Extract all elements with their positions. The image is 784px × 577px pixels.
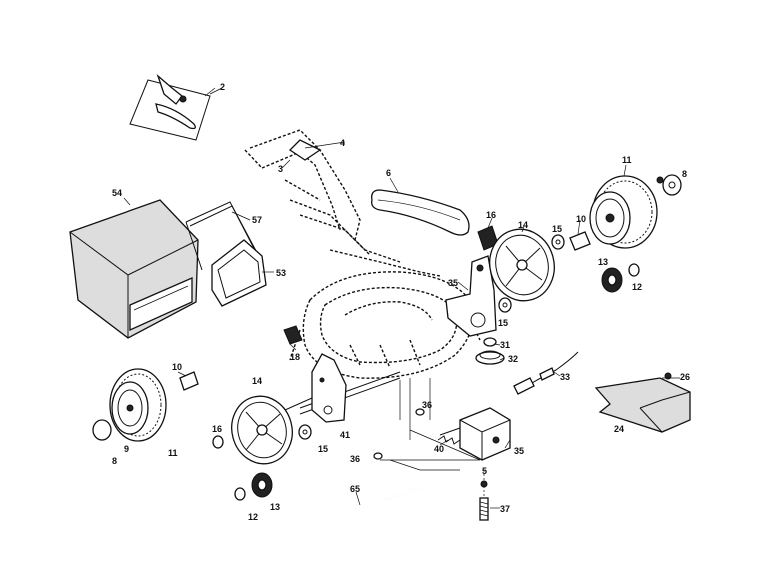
callout-24: 24: [614, 424, 624, 434]
part-6-drive-belt: [371, 189, 470, 236]
leader-lines: [123, 87, 680, 509]
callout-5: 5: [482, 466, 487, 476]
part-12-clip-right: [628, 263, 640, 277]
part-14-wheel-adapter-right: [489, 228, 555, 302]
callout-14-right: 14: [518, 220, 528, 230]
part-10-bushing-left: [179, 371, 199, 391]
callout-36-lower: 36: [350, 454, 360, 464]
part-35-upper-bracket: [445, 255, 497, 337]
part-41-bracket: [311, 353, 347, 423]
part-54-grass-bag: [69, 199, 199, 339]
part-15-washer-right-mid: [498, 297, 512, 313]
callout-15-mid: 15: [498, 318, 508, 328]
callout-36-upper: 36: [422, 400, 432, 410]
callout-13-left: 13: [270, 502, 280, 512]
callout-31: 31: [500, 340, 510, 350]
callout-3: 3: [278, 164, 283, 174]
callout-65: 65: [350, 484, 360, 494]
part-57-bag-frame: [185, 201, 263, 271]
part-10-bushing-right: [569, 231, 591, 251]
part-37-bolt: [479, 470, 489, 521]
part-53-bag-frame-lower: [211, 239, 267, 307]
part-8-hubcap-right: [656, 174, 682, 196]
part-11-wheel-left: [109, 368, 167, 442]
part-36-washers: [373, 408, 425, 460]
callout-9: 9: [124, 444, 129, 454]
callout-40: 40: [434, 444, 444, 454]
callout-16-top: 16: [486, 210, 496, 220]
callout-26: 26: [680, 372, 690, 382]
part-35-transmission: [439, 407, 511, 461]
callout-41: 41: [340, 430, 350, 440]
part-12-clip-left: [234, 487, 246, 501]
callout-14-left: 14: [252, 376, 262, 386]
part-40-spring: [437, 435, 461, 445]
part-26-screw: [664, 372, 672, 380]
callout-10-right: 10: [576, 214, 586, 224]
callout-11-left: 11: [168, 448, 178, 458]
callout-13-right: 13: [598, 257, 608, 267]
callout-33: 33: [560, 372, 570, 382]
callout-15-left: 15: [318, 444, 328, 454]
part-11-wheel-right: [589, 175, 658, 249]
part-31-nut: [483, 337, 497, 347]
callout-16-left: 16: [212, 424, 222, 434]
left-axle-stub: [284, 397, 313, 411]
part-16-washer-left: [212, 435, 224, 449]
callout-2: 2: [220, 82, 225, 92]
callout-11-right: 11: [622, 155, 632, 165]
callout-15-right: 15: [552, 224, 562, 234]
callout-8-left: 8: [112, 456, 117, 466]
part-18-spring-left: [283, 325, 303, 345]
part-65-axle-rod: [354, 487, 421, 511]
callout-37: 37: [500, 504, 510, 514]
part-32-pulley: [475, 350, 505, 365]
part-9-hubcap-left: [92, 419, 112, 441]
callout-35-upper: 35: [448, 278, 458, 288]
part-15-washer-right-top: [551, 234, 565, 250]
callout-labels: 2 3 4 5 8 8 9 10 10 11 11 12 12 13 13 14…: [112, 82, 690, 522]
part-14-wheel-adapter-left: [231, 395, 293, 465]
part-13-gear-right: [601, 267, 623, 293]
callout-8-right: 8: [682, 169, 687, 179]
callout-18-left: 18: [290, 352, 300, 362]
part-15-washer-left: [298, 424, 312, 440]
callout-57: 57: [252, 215, 262, 225]
callout-10-left: 10: [172, 362, 182, 372]
callout-12-right: 12: [632, 282, 642, 292]
callout-4: 4: [340, 138, 345, 148]
callout-12-left: 12: [248, 512, 258, 522]
callout-35-lower: 35: [514, 446, 524, 456]
callout-53: 53: [276, 268, 286, 278]
callout-54: 54: [112, 188, 122, 198]
part-2-clip-kit: [129, 73, 223, 141]
part-13-gear-left: [251, 472, 273, 498]
callout-6: 6: [386, 168, 391, 178]
callout-32: 32: [508, 354, 518, 364]
part-33-control-cable: [513, 351, 579, 395]
part-24-rear-shield: [594, 377, 691, 433]
handle-dashed-outline: [244, 129, 441, 277]
